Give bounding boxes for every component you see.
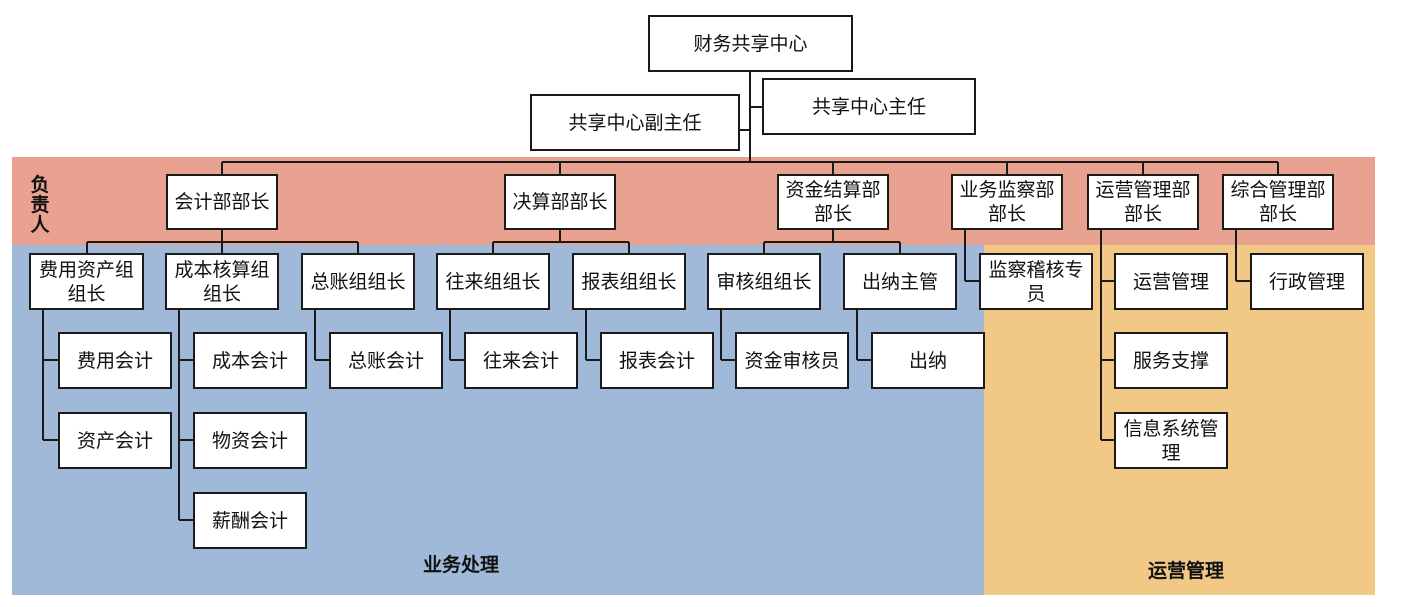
node-ledger-lead: 总账组组长 — [301, 253, 415, 310]
node-review-lead: 审核组组长 — [707, 253, 821, 310]
node-report-lead: 报表组组长 — [572, 253, 686, 310]
node-root: 财务共享中心 — [648, 15, 853, 72]
node-ops-head: 运营管理部部长 — [1087, 174, 1199, 230]
node-current-lead: 往来组组长 — [436, 253, 550, 310]
node-cost-acct: 成本会计 — [193, 332, 307, 389]
node-info-sys-mgmt: 信息系统管理 — [1114, 412, 1228, 469]
node-acct-head: 会计部部长 — [166, 174, 278, 230]
node-settle-head: 决算部部长 — [504, 174, 616, 230]
node-service-support: 服务支撑 — [1114, 332, 1228, 389]
node-fund-reviewer: 资金审核员 — [735, 332, 849, 389]
node-deputy: 共享中心副主任 — [530, 94, 740, 151]
node-director: 共享中心主任 — [762, 78, 976, 135]
node-fund-head: 资金结算部部长 — [777, 174, 889, 230]
node-expense-acct: 费用会计 — [58, 332, 172, 389]
operations-label: 运营管理 — [1148, 560, 1225, 582]
node-current-acct: 往来会计 — [464, 332, 578, 389]
node-ops-mgmt: 运营管理 — [1114, 253, 1228, 310]
node-salary-acct: 薪酬会计 — [193, 492, 307, 549]
node-cost-lead: 成本核算组组长 — [165, 253, 279, 310]
owner-label: 负责人 — [30, 174, 50, 236]
node-ledger-acct: 总账会计 — [329, 332, 443, 389]
node-material-acct: 物资会计 — [193, 412, 307, 469]
node-cashier-mgr: 出纳主管 — [843, 253, 957, 310]
node-report-acct: 报表会计 — [600, 332, 714, 389]
node-expense-asset-lead: 费用资产组组长 — [29, 253, 144, 310]
node-cashier: 出纳 — [871, 332, 985, 389]
node-admin-head: 综合管理部部长 — [1222, 174, 1334, 230]
node-audit-head: 业务监察部部长 — [951, 174, 1063, 230]
node-admin-mgmt: 行政管理 — [1250, 253, 1364, 310]
business-label: 业务处理 — [423, 554, 500, 576]
node-inspector: 监察稽核专员 — [979, 253, 1093, 310]
node-asset-acct: 资产会计 — [58, 412, 172, 469]
